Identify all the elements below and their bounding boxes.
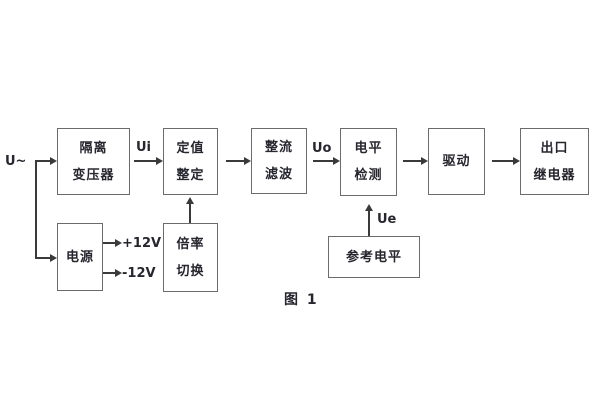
block-text: 变压器 (72, 167, 115, 183)
block-text: 检测 (354, 168, 383, 183)
block-drive: 驱动 (428, 128, 485, 195)
block-text: 整流 (264, 140, 293, 155)
arrowhead-to-power (50, 254, 57, 262)
block-text: 驱动 (442, 154, 471, 169)
block-rectifier-filter: 整流 滤波 (251, 128, 307, 194)
arrowhead-to-value-setting (156, 157, 163, 165)
pos-rail-line (103, 242, 116, 244)
ui-signal-label: Ui (136, 140, 152, 155)
arrowhead-up-to-level-detect (365, 204, 373, 211)
pos-rail-label: +12V (122, 236, 162, 251)
detect-to-drive-line (403, 160, 422, 162)
block-reference-level: 参考电平 (328, 236, 420, 278)
block-text: 定值 (176, 140, 205, 156)
input-branch-line (35, 161, 37, 258)
input-line (35, 160, 51, 162)
ui-arrow-line (134, 160, 157, 162)
block-text: 隔离 (79, 140, 108, 156)
figure-caption: 图 1 (284, 292, 319, 308)
arrowhead-to-output-relay (513, 157, 520, 165)
arrowhead-to-rectifier-filter (244, 157, 251, 165)
reference-to-detect-line (368, 211, 370, 236)
block-output-relay: 出口 继电器 (520, 128, 589, 195)
arrowhead-to-drive (421, 157, 428, 165)
uo-arrow-line (313, 160, 334, 162)
block-text: 切换 (176, 263, 205, 279)
block-value-setting: 定值 整定 (163, 128, 218, 195)
ue-signal-label: Ue (377, 212, 397, 227)
block-text: 参考电平 (345, 249, 402, 265)
block-power-supply: 电源 (57, 223, 103, 291)
block-text: 电平 (354, 141, 383, 156)
setting-to-rectifier-line (226, 160, 245, 162)
ratio-to-setting-line (189, 204, 191, 223)
arrowhead-up-to-value-setting (186, 197, 194, 204)
uo-signal-label: Uo (312, 141, 332, 156)
drive-to-relay-line (492, 160, 514, 162)
block-text: 倍率 (176, 236, 205, 252)
branch-line-to-power (35, 257, 51, 259)
arrowhead-to-level-detect (333, 157, 340, 165)
input-voltage-label: U~ (5, 154, 27, 169)
block-ratio-switch: 倍率 切换 (163, 223, 218, 292)
block-text: 整定 (176, 167, 205, 183)
arrowhead-to-isolation-transformer (50, 157, 57, 165)
block-text: 电源 (65, 249, 94, 265)
neg-rail-line (103, 272, 116, 274)
neg-rail-label: -12V (122, 266, 156, 281)
block-isolation-transformer: 隔离 变压器 (57, 128, 130, 195)
arrowhead-neg-rail (115, 269, 122, 277)
block-text: 出口 (540, 140, 569, 156)
arrowhead-pos-rail (115, 239, 122, 247)
block-text: 继电器 (533, 167, 576, 183)
block-level-detect: 电平 检测 (340, 128, 397, 196)
block-text: 滤波 (264, 167, 293, 182)
